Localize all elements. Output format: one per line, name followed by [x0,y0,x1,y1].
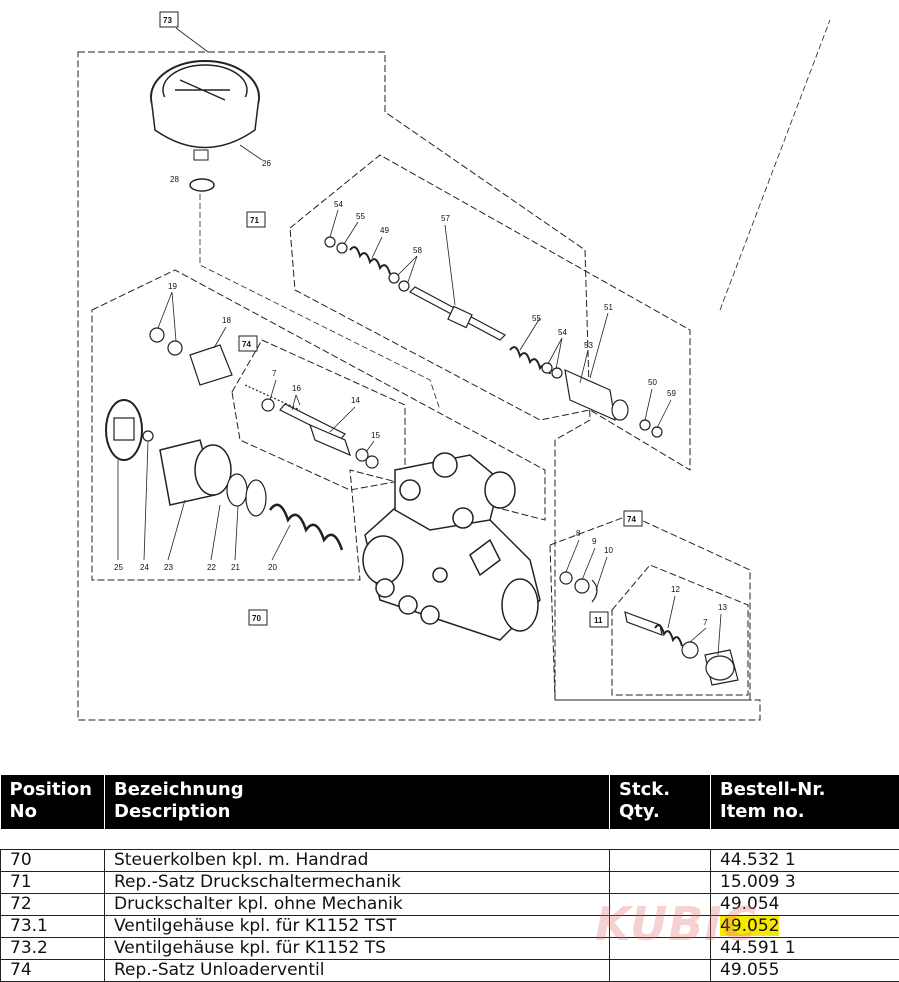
cell-description: Rep.-Satz Druckschaltermechanik [104,871,610,894]
exploded-parts-diagram: 73 71 74 74 11 70 26 28 54 55 49 57 58 1… [77,11,831,721]
box-label-74-upper: 74 [238,335,258,352]
valve-housing [362,452,541,641]
callout: 26 [262,159,271,168]
table-row: 70 Steuerkolben kpl. m. Handrad 44.532 1 [0,849,899,872]
unloader-parts-lower [559,571,739,686]
callout: 54 [558,328,567,337]
cell-qty [609,849,711,872]
parts-list-table: Position No Bezeichnung Description Stck… [0,775,899,982]
cell-description: Ventilgehäuse kpl. für K1152 TS [104,937,610,960]
table-header-row: Position No Bezeichnung Description Stck… [0,775,899,829]
callout: 22 [207,563,216,572]
header-qty: Stck. Qty. [609,775,711,829]
callout: 10 [604,546,613,555]
box-label-70: 70 [248,609,268,626]
cell-description: Rep.-Satz Unloaderventil [104,959,610,982]
header-item-no: Bestell-Nr. Item no. [710,775,899,829]
cell-position: 70 [0,849,105,872]
callout: 23 [164,563,173,572]
callout: 7 [272,369,277,378]
table-row: 73.2 Ventilgehäuse kpl. für K1152 TS 44.… [0,937,899,960]
outline-74a [231,339,406,491]
cell-position: 74 [0,959,105,982]
callout: 55 [356,212,365,221]
callout: 9 [592,537,597,546]
svg-text:70: 70 [252,614,261,623]
svg-text:74: 74 [242,340,251,349]
callout: 16 [292,384,301,393]
callout: 19 [168,282,177,291]
cell-item-no: 44.591 1 [710,937,899,960]
cell-position: 71 [0,871,105,894]
table-row: 72 Druckschalter kpl. ohne Mechanik 49.0… [0,893,899,916]
svg-text:11: 11 [594,616,603,625]
callout: 55 [532,314,541,323]
cell-position: 72 [0,893,105,916]
svg-text:74: 74 [627,515,636,524]
svg-text:73: 73 [163,16,172,25]
callout: 53 [584,341,593,350]
callout: 49 [380,226,389,235]
callout: 57 [441,214,450,223]
cell-item-no: 49.055 [710,959,899,982]
callout: 14 [351,396,360,405]
control-piston-parts [105,327,344,551]
callout: 24 [140,563,149,572]
cell-qty [609,893,711,916]
callout: 54 [334,200,343,209]
outline-11 [611,564,749,696]
callout-labels: 26 28 54 55 49 57 58 19 18 55 54 53 51 5… [114,159,727,627]
callout: 25 [114,563,123,572]
centerline-gauge [199,185,441,411]
callout: 13 [718,603,727,612]
table-spacer [1,829,899,850]
header-description: Bezeichnung Description [104,775,610,829]
callout: 50 [648,378,657,387]
header-position: Position No [0,775,105,829]
box-label-73: 73 [159,11,179,28]
box-label-74-lower: 74 [623,510,643,527]
callout: 21 [231,563,240,572]
pressure-gauge [150,60,260,192]
cell-position: 73.1 [0,915,105,938]
highlighted-item-no: 49.052 [720,916,780,936]
callout: 8 [576,529,581,538]
callout: 15 [371,431,380,440]
outline-74b [549,514,751,701]
cell-position: 73.2 [0,937,105,960]
callout: 12 [671,585,680,594]
callout: 20 [268,563,277,572]
table-row: 74 Rep.-Satz Unloaderventil 49.055 [0,959,899,982]
callout: 28 [170,175,179,184]
callout: 51 [604,303,613,312]
table-row: 71 Rep.-Satz Druckschaltermechanik 15.00… [0,871,899,894]
cell-item-no: 15.009 3 [710,871,899,894]
callout: 7 [703,618,708,627]
callout: 59 [667,389,676,398]
table-row: 73.1 Ventilgehäuse kpl. für K1152 TST 49… [0,915,899,938]
cell-qty [609,871,711,894]
callout: 58 [413,246,422,255]
cell-qty [609,915,711,938]
box-label-71: 71 [246,211,266,228]
centerline-diag [719,19,831,311]
cell-description: Ventilgehäuse kpl. für K1152 TST [104,915,610,938]
leader-lines [117,27,722,656]
cell-qty [609,959,711,982]
cell-item-no: 49.052 [710,915,899,938]
svg-text:71: 71 [250,216,259,225]
unloader-parts-upper [244,384,379,469]
cell-description: Druckschalter kpl. ohne Mechanik [104,893,610,916]
cell-item-no: 49.054 [710,893,899,916]
cell-description: Steuerkolben kpl. m. Handrad [104,849,610,872]
outline-71 [289,154,691,471]
callout: 18 [222,316,231,325]
cell-item-no: 44.532 1 [710,849,899,872]
cell-qty [609,937,711,960]
box-label-11: 11 [589,611,609,628]
pressure-switch-parts [324,236,663,438]
outline-73 [77,51,761,721]
